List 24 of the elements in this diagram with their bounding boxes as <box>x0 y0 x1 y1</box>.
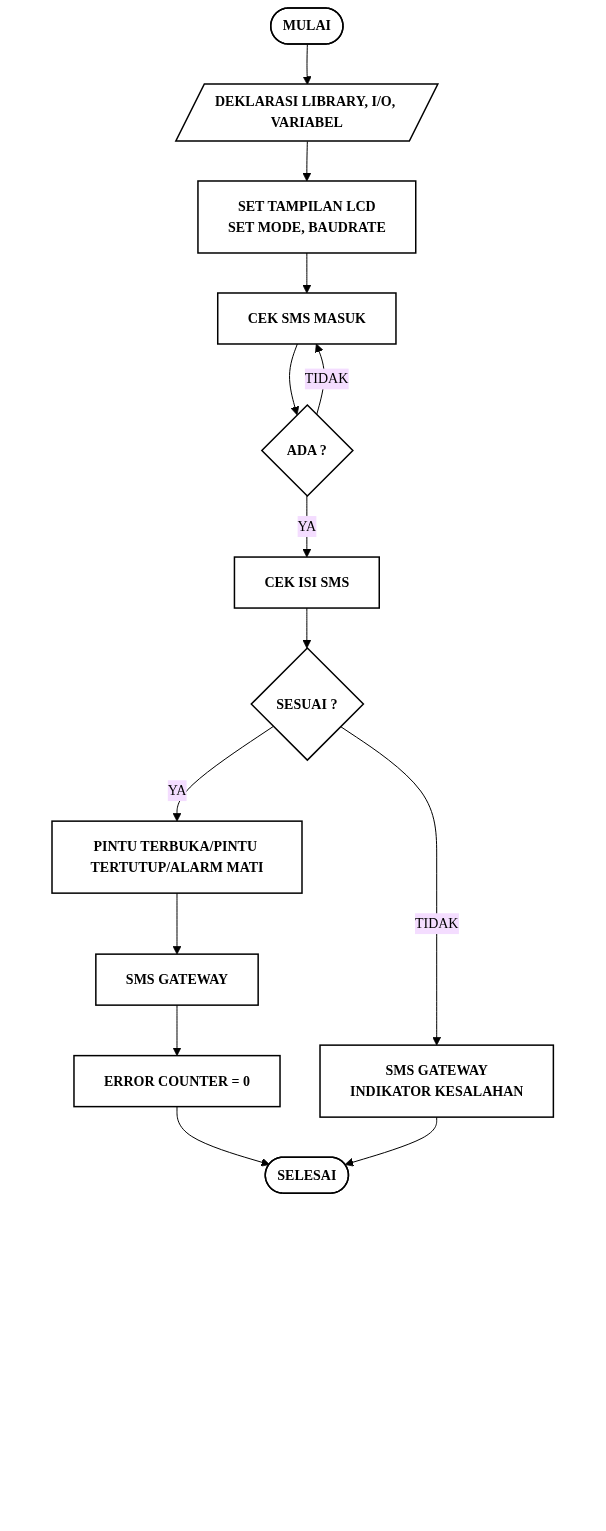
node-box: ERROR COUNTER = 0 <box>73 1054 282 1108</box>
arrow <box>303 44 312 85</box>
node-box: SMS GATEWAY INDIKATOR KESALAHAN <box>319 1044 555 1118</box>
arrow <box>172 726 275 822</box>
arrow <box>289 343 300 416</box>
node-box: PINTU TERBUKA/PINTU TERTUTUP/ALARM MATI <box>51 820 304 894</box>
arrow <box>172 1004 182 1057</box>
node-box: CEK SMS MASUK <box>217 292 397 345</box>
node-box: SMS GATEWAY <box>95 953 260 1006</box>
edge-label: YA <box>167 783 187 799</box>
arrow <box>302 495 312 558</box>
node-box: SET TAMPILAN LCD SET MODE, BAUDRATE <box>197 180 417 254</box>
edge-label: YA <box>297 519 317 535</box>
edge-label: TIDAK <box>415 916 459 932</box>
edge-label: TIDAK <box>305 371 349 387</box>
node-box: CEK ISI SMS <box>234 556 381 609</box>
arrow <box>302 252 312 294</box>
node-diamond: SESUAI ? <box>250 647 365 762</box>
arrow <box>302 607 312 649</box>
node-diamond: ADA ? <box>261 403 355 498</box>
arrow <box>345 1116 438 1167</box>
arrow <box>172 892 182 955</box>
arrow <box>302 141 312 182</box>
arrow <box>340 726 442 1046</box>
